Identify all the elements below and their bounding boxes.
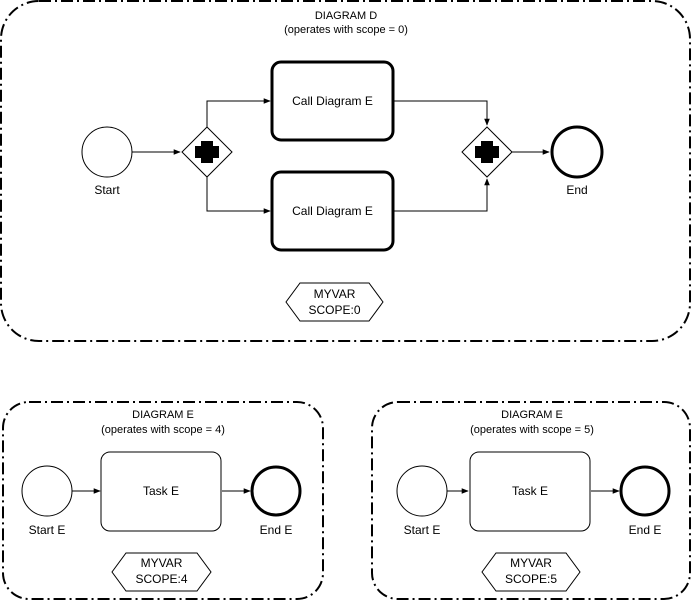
diagram-d-border: [0, 0, 691, 342]
plus-icon: [195, 141, 219, 163]
variable-scope: SCOPE:4: [135, 572, 187, 586]
end-event-label: End: [566, 183, 587, 197]
variable-name: MYVAR: [314, 287, 356, 301]
diagram-d-title: DIAGRAM D: [315, 10, 377, 22]
parallel-split-gateway[interactable]: [181, 126, 233, 178]
diagram-e1-title: DIAGRAM E: [132, 409, 194, 421]
diagram-e1-border: [2, 401, 324, 600]
task-e-box: [100, 451, 222, 532]
task-e-label: Task E: [143, 484, 179, 498]
diagram-d-subtitle: (operates with scope = 0): [284, 24, 408, 36]
task-e-box: [469, 451, 591, 532]
diagram-e2-title: DIAGRAM E: [501, 409, 563, 421]
edge-call-top-to-join: [394, 100, 490, 126]
task-e-label: Task E: [512, 484, 548, 498]
end-e-event[interactable]: [250, 465, 302, 517]
diagram-e2-subtitle: (operates with scope = 5): [470, 424, 594, 436]
diagram-e-pool-scope-4: DIAGRAM E (operates with scope = 4) Star…: [2, 401, 324, 600]
call-activity-top[interactable]: Call Diagram E: [270, 60, 395, 142]
parallel-join-gateway[interactable]: [461, 126, 513, 178]
call-activity-bottom-box: [270, 170, 395, 252]
variable-scope: SCOPE:0: [308, 303, 360, 317]
start-e-label: Start E: [404, 523, 441, 537]
variable-name: MYVAR: [141, 556, 183, 570]
start-e-event[interactable]: [396, 465, 448, 517]
diagram-e-pool-scope-5: DIAGRAM E (operates with scope = 5) Star…: [371, 401, 691, 600]
call-activity-bottom[interactable]: Call Diagram E: [270, 170, 395, 252]
start-event[interactable]: [81, 126, 133, 178]
start-event-label: Start: [94, 183, 120, 197]
variable-hexagon: [481, 552, 581, 592]
edge-call-bottom-to-join: [394, 178, 490, 212]
variable-marker-e1[interactable]: MYVAR SCOPE:4: [111, 552, 212, 592]
start-e-label: Start E: [29, 523, 66, 537]
variable-marker-e2[interactable]: MYVAR SCOPE:5: [481, 552, 581, 592]
end-e-event[interactable]: [619, 465, 671, 517]
call-activity-bottom-label: Call Diagram E: [292, 204, 373, 218]
call-activity-top-label: Call Diagram E: [292, 94, 373, 108]
diagram-e2-border: [371, 401, 691, 600]
task-e-activity[interactable]: Task E: [100, 451, 222, 532]
diagram-d-pool: DIAGRAM D (operates with scope = 0) Star…: [0, 0, 691, 342]
diagram-e1-subtitle: (operates with scope = 4): [101, 424, 225, 436]
plus-icon: [475, 141, 499, 163]
variable-hexagon: [285, 282, 384, 322]
variable-hexagon: [111, 552, 212, 592]
call-activity-top-box: [270, 60, 395, 142]
edge-split-to-call-bottom: [206, 177, 271, 214]
variable-scope: SCOPE:5: [505, 572, 557, 586]
variable-marker-d[interactable]: MYVAR SCOPE:0: [285, 282, 384, 322]
variable-name: MYVAR: [510, 556, 552, 570]
task-e-activity[interactable]: Task E: [469, 451, 591, 532]
start-e-event[interactable]: [21, 465, 73, 517]
end-event[interactable]: [550, 125, 604, 179]
end-e-label: End E: [629, 523, 662, 537]
end-e-label: End E: [260, 523, 293, 537]
edge-split-to-call-top: [206, 98, 271, 127]
